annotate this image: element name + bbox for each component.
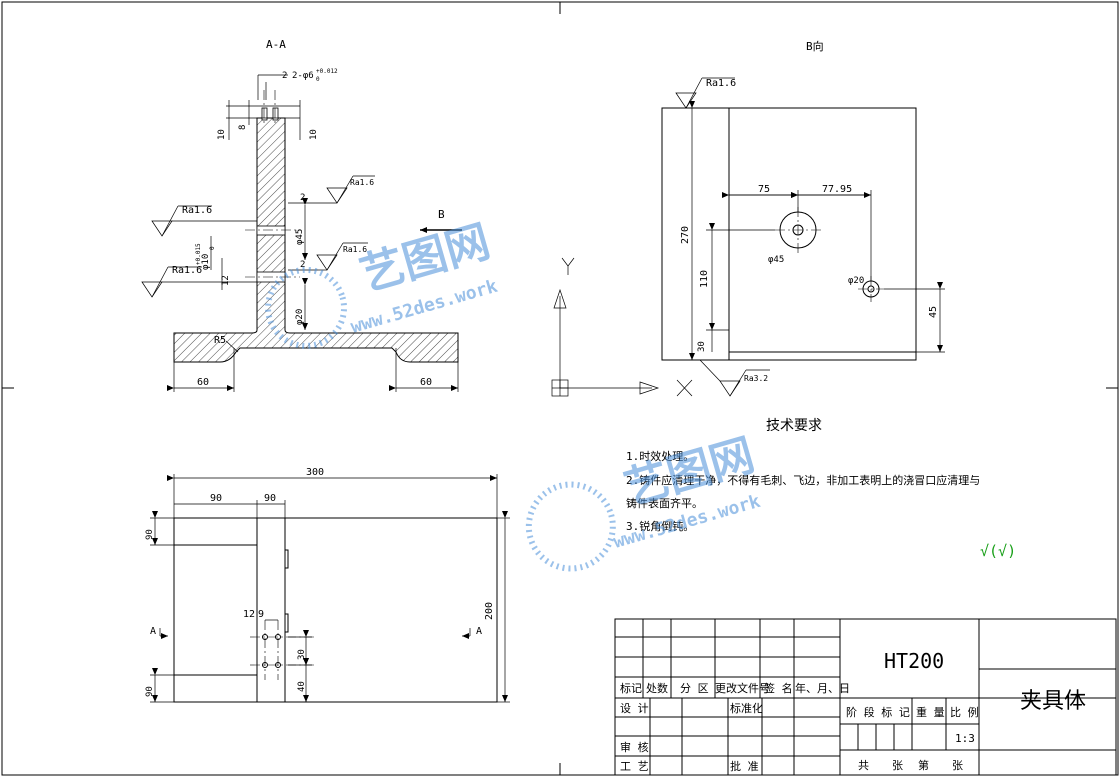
dim-r5: R5: [214, 335, 226, 346]
dim-2-small: 2: [282, 71, 287, 81]
dim-30-plan: 30: [297, 649, 307, 660]
section-title: A-A: [266, 38, 286, 51]
svg-text:Ra1.6: Ra1.6: [182, 205, 212, 216]
dim-phi45-b: φ45: [768, 255, 784, 265]
tol-phi10-upper: +0.015: [195, 243, 202, 265]
tb-h-mark: 标记: [620, 681, 642, 695]
svg-text:Ra3.2: Ra3.2: [744, 374, 768, 383]
view-b: B向 Ra1.6 75 77.95 270 φ45 φ20 110: [661, 39, 945, 397]
roughness-left-upper: Ra1.6: [151, 205, 257, 237]
tb-h-count: 处数: [646, 682, 668, 695]
dim-60-right: 60: [420, 377, 432, 388]
roughness-left-lower: Ra1.6: [141, 265, 257, 298]
svg-text:Ra1.6: Ra1.6: [172, 265, 202, 276]
view-b-title: B向: [806, 39, 824, 53]
roughness-right-lower: Ra1.6: [316, 242, 368, 271]
dim-10-left: 10: [217, 129, 227, 140]
tol-phi6-lower: 0: [316, 76, 320, 83]
dim-200: 200: [484, 602, 495, 620]
dim-40-plan: 40: [297, 681, 307, 692]
dim-90-left-bot: 90: [145, 686, 155, 697]
b-arrow-label: B: [438, 208, 445, 221]
dim-110: 110: [699, 270, 710, 288]
tb-h-sign: 签 名: [764, 681, 793, 695]
tech-req-line2: 2.铸件应清理干净，不得有毛刺、飞边，非加工表明上的浇冒口应清理与: [626, 473, 980, 487]
surface-finish-note: √(√): [980, 542, 1016, 560]
dim-2-phi6: 2-φ6: [292, 71, 314, 81]
dim-2-top: 2: [300, 193, 305, 203]
dim-45-b: 45: [928, 306, 939, 318]
tb-part-name: 夹具体: [1020, 689, 1086, 714]
tb-design: 设 计: [620, 702, 649, 715]
section-mark-left: A: [150, 626, 156, 637]
section-body-hatch: [173, 117, 459, 363]
dim-270: 270: [680, 226, 691, 244]
tech-req-line2b: 铸件表面齐平。: [626, 496, 703, 510]
dim-90a: 90: [210, 493, 222, 504]
tol-phi10-lower: 0: [209, 246, 216, 250]
tb-stage-mark: 阶 段 标 记: [846, 705, 910, 719]
tb-scale-label: 比 例: [950, 705, 979, 719]
tb-h-docno: 更改文件号: [715, 681, 770, 695]
technical-requirements: 技术要求 1.时效处理。 2.铸件应清理干净，不得有毛刺、飞边，非加工表明上的浇…: [626, 418, 980, 533]
dim-phi20-b: φ20: [848, 276, 864, 286]
dim-phi12: 12: [221, 275, 231, 286]
coordinate-axes: [551, 257, 693, 397]
tech-req-line3: 3.锐角倒钝。: [626, 519, 694, 533]
tb-h-date: 年、月、日: [795, 681, 850, 695]
tb-standard: 标准化: [730, 701, 763, 715]
tb-material: HT200: [884, 649, 944, 673]
y-axis-label: [561, 257, 575, 275]
tb-sheet-unit: 张: [892, 759, 903, 772]
svg-text:Ra1.6: Ra1.6: [343, 245, 367, 254]
tb-scale: 1:3: [955, 732, 975, 745]
roughness-b-top: Ra1.6: [675, 77, 736, 109]
dim-phi45: φ45: [295, 229, 305, 245]
dim-2-mid: 2: [300, 260, 305, 270]
tb-weight: 重 量: [916, 705, 945, 719]
dim-phi20: φ20: [295, 309, 305, 325]
dim-12: 12: [243, 609, 255, 620]
tb-approve: 批 准: [730, 759, 759, 773]
dim-300: 300: [306, 467, 324, 478]
svg-text:Ra1.6: Ra1.6: [706, 78, 736, 89]
section-mark-right: A: [476, 626, 482, 637]
tb-process: 工 艺: [620, 760, 649, 773]
tol-phi6-upper: +0.012: [316, 68, 338, 75]
dim-60-left: 60: [197, 377, 209, 388]
plan-view: 300 90 90 90 90 200 12 9 30 40 A A: [145, 467, 510, 703]
tech-req-title: 技术要求: [766, 418, 822, 434]
tb-h-zone: 分 区: [680, 682, 709, 695]
tb-sheet-unit2: 张: [952, 759, 963, 772]
dim-77-95: 77.95: [822, 184, 852, 195]
dim-9: 9: [258, 609, 264, 620]
dim-phi10: φ10: [201, 254, 211, 270]
dim-10-right: 10: [309, 129, 319, 140]
roughness-right-upper: Ra1.6: [318, 175, 375, 204]
dim-30-b: 30: [697, 341, 707, 352]
svg-text:Ra1.6: Ra1.6: [350, 178, 374, 187]
section-view-a-a: A-A 60 60 R5 10 8 10 2: [141, 38, 462, 392]
x-axis-label: [676, 379, 693, 397]
tb-total: 共: [858, 759, 869, 772]
roughness-b-bottom: Ra3.2: [699, 359, 770, 397]
dim-90b: 90: [264, 493, 276, 504]
dim-90-left-top: 90: [145, 529, 155, 540]
tb-sheet-no: 第: [918, 758, 929, 772]
dim-75: 75: [758, 184, 770, 195]
tech-req-line1: 1.时效处理。: [626, 449, 694, 463]
title-block: 标记 处数 分 区 更改文件号 签 名 年、月、日 设 计 标准化 审 核 工 …: [614, 618, 1117, 776]
tb-review: 审 核: [620, 740, 649, 754]
dim-8: 8: [238, 125, 248, 130]
